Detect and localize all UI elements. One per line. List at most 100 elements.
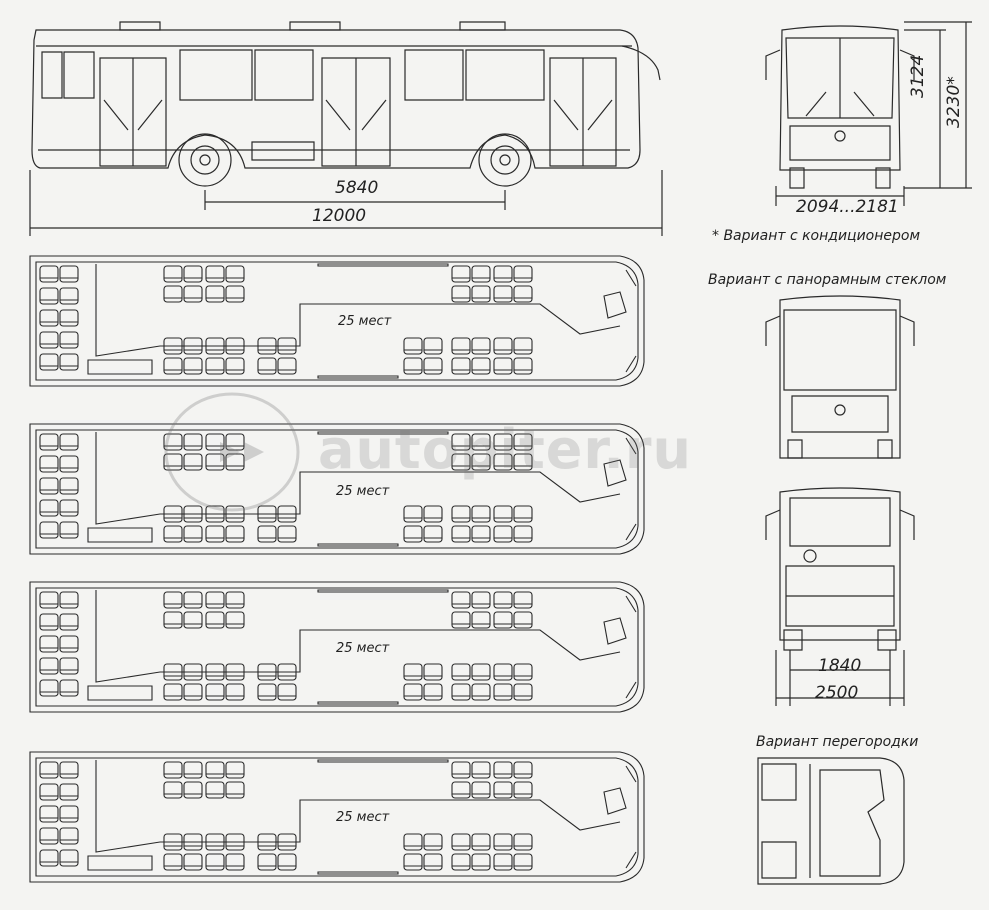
layout-4-seat <box>206 762 224 778</box>
layout-1-aisle <box>96 264 620 356</box>
layout-3-seat <box>206 664 224 680</box>
layout-2-rear-seat <box>60 478 78 494</box>
layout-2-outline <box>30 424 644 554</box>
layout-1-seat <box>164 338 182 354</box>
layout-2-seat <box>226 434 244 450</box>
layout-3-seat <box>452 592 470 608</box>
layout-3-inner-outline <box>36 588 638 706</box>
layout-1-outline <box>30 256 644 386</box>
layout-2-seat <box>494 506 512 522</box>
layout-1-inner-outline <box>36 262 638 380</box>
layout-1-door-mid <box>318 264 448 266</box>
layout-3-seat <box>424 684 442 700</box>
layout-2-seat <box>472 506 490 522</box>
layout-2-seat <box>452 434 470 450</box>
layout-1-seat <box>226 358 244 374</box>
layout-1-seat <box>494 338 512 354</box>
layout-4-seat <box>514 854 532 870</box>
layout-2-seat <box>184 434 202 450</box>
layout-3-seat <box>258 684 276 700</box>
layout-4-seat <box>452 834 470 850</box>
layout-3-outline <box>30 582 644 712</box>
layout-4-seat <box>424 834 442 850</box>
layout-1-seat <box>452 286 470 302</box>
layout-1-seat <box>472 358 490 374</box>
layout-1-seat <box>472 266 490 282</box>
layout-2-door-lower <box>318 544 398 546</box>
layout-3-aisle <box>96 590 620 682</box>
layout-2-seat <box>278 526 296 542</box>
layout-1-seat <box>514 358 532 374</box>
layout-3-seat <box>184 592 202 608</box>
layout-2-seat <box>184 526 202 542</box>
layout-2-seat <box>452 454 470 470</box>
layout-2-seat <box>472 434 490 450</box>
layout-1-seats-label: 25 мест <box>338 314 392 329</box>
overall-width-label: 2500 <box>815 683 859 703</box>
layout-1-seat <box>424 338 442 354</box>
layout-1-driver-seat <box>604 292 626 318</box>
layout-1-seat <box>226 338 244 354</box>
layout-2-rear-seat <box>40 434 58 450</box>
layout-4-seat <box>494 854 512 870</box>
layout-3-seat <box>472 684 490 700</box>
layout-3-rear-seat <box>40 614 58 630</box>
layout-3-seat <box>494 592 512 608</box>
layout-1-seat <box>206 338 224 354</box>
layout-1-rear-seat <box>60 288 78 304</box>
layout-4-rear-seat <box>40 828 58 844</box>
layout-1-rear-seat <box>40 310 58 326</box>
layout-3-door-lower <box>318 702 398 704</box>
layout-1-seat <box>206 266 224 282</box>
layout-4-seat <box>452 762 470 778</box>
layout-2-seat <box>494 454 512 470</box>
layout-4-seat <box>404 854 422 870</box>
layout-4-seat <box>514 834 532 850</box>
layout-3-seat <box>452 664 470 680</box>
layout-4-seat <box>452 782 470 798</box>
layout-4-front-corner <box>626 766 636 868</box>
layout-4-door-mid <box>318 760 448 762</box>
layout-1-seat <box>206 358 224 374</box>
wheelbase-label: 5840 <box>335 178 379 198</box>
layout-2-front-corner <box>626 438 636 540</box>
layout-1-seat <box>494 286 512 302</box>
watermark: autopiter.ru <box>318 418 692 481</box>
layout-4-seat <box>184 762 202 778</box>
layout-3-seat <box>206 684 224 700</box>
layout-3-seat <box>404 664 422 680</box>
layout-1-seat <box>404 358 422 374</box>
layout-3-rear-seat <box>40 658 58 674</box>
layout-4-rear-seat <box>40 850 58 866</box>
layout-4-seat <box>494 834 512 850</box>
layout-4-seat <box>278 854 296 870</box>
rear-track-label: 1840 <box>818 656 862 676</box>
layout-2-door-mid <box>318 432 448 434</box>
layout-2-seat <box>494 526 512 542</box>
layout-2-seat <box>494 434 512 450</box>
layout-2-rear-seat <box>40 500 58 516</box>
layout-4-seat <box>206 782 224 798</box>
layout-2-seat <box>184 506 202 522</box>
layout-1-seat <box>184 266 202 282</box>
layout-4-seat <box>494 782 512 798</box>
layout-4-seat <box>206 854 224 870</box>
layout-1-seat <box>452 266 470 282</box>
layout-1-seat <box>278 358 296 374</box>
layout-4-seat <box>494 762 512 778</box>
layout-4-seat <box>184 834 202 850</box>
layout-1-seat <box>184 358 202 374</box>
layout-3-rear-seat <box>40 680 58 696</box>
layout-1-seat <box>184 338 202 354</box>
partition-variant-note: Вариант перегородки <box>756 734 919 750</box>
layout-2-seat <box>514 434 532 450</box>
layout-4-rear-seat <box>60 828 78 844</box>
layout-1-seat <box>514 266 532 282</box>
layout-3-seat <box>258 664 276 680</box>
layout-1-seat <box>184 286 202 302</box>
layout-1-seat <box>472 286 490 302</box>
